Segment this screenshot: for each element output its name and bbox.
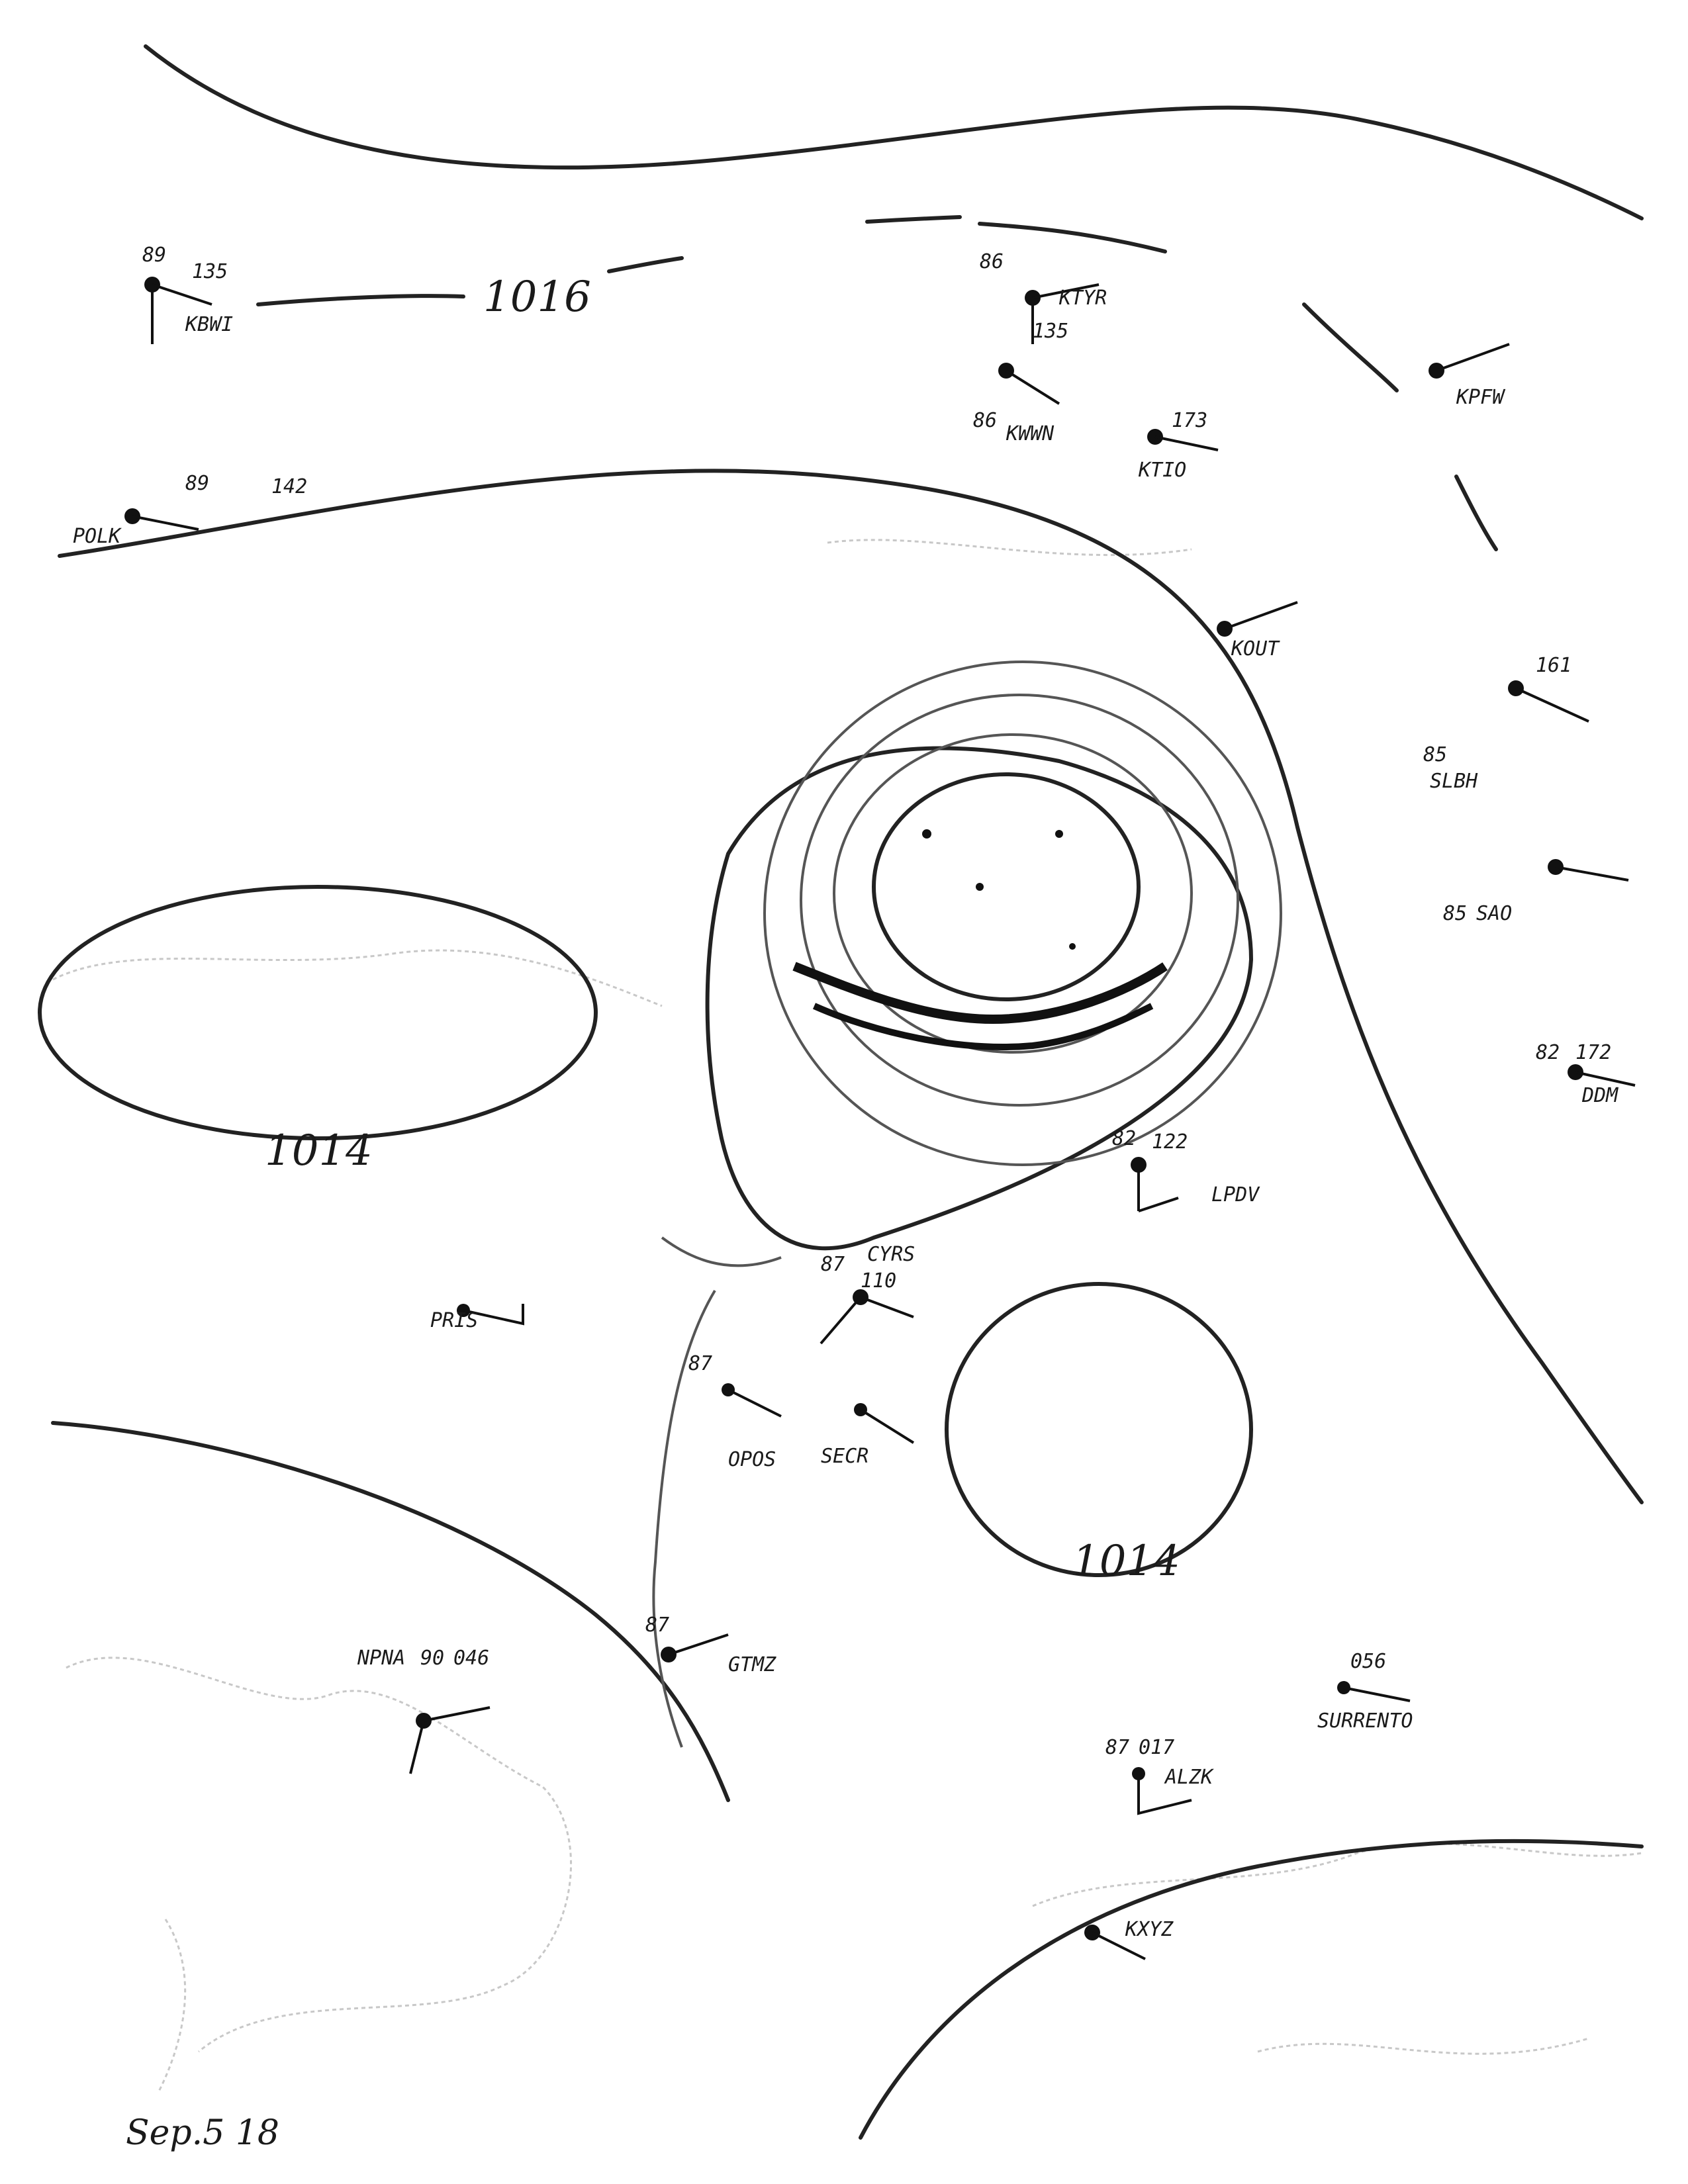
station-code: POLK <box>73 525 122 548</box>
station-code: SECR <box>821 1445 868 1468</box>
station-code: KTIO <box>1138 459 1186 482</box>
station-temp: 85 <box>1443 902 1467 925</box>
station-sao: 85 SAO <box>1443 859 1629 925</box>
station-ktyr: 86 KTYR <box>980 250 1107 344</box>
station-code: PRIS <box>430 1309 478 1332</box>
footer-note: Sep.5 18 <box>126 2113 279 2153</box>
station-temp: 82 <box>1536 1041 1560 1064</box>
station-kwwn: 86 135 KWWN <box>973 320 1068 445</box>
station-pressure: 173 <box>1172 409 1207 432</box>
station-ddm: 82 172 DDM <box>1536 1041 1636 1107</box>
station-code: CYRS <box>867 1243 915 1266</box>
station-code: SAO <box>1476 902 1512 925</box>
station-temp: 86 <box>973 409 997 432</box>
station-code: LPDV <box>1211 1183 1260 1206</box>
station-code: KPFW <box>1456 386 1506 409</box>
station-pressure: 135 <box>1033 320 1068 343</box>
station-ktio: 173 KTIO <box>1138 409 1219 482</box>
station-pris: PRIS <box>430 1304 524 1332</box>
station-pressure: 135 <box>192 260 228 283</box>
station-temp: 87 <box>645 1614 669 1637</box>
station-opos: 87 OPOS <box>688 1352 782 1471</box>
station-code: DDM <box>1581 1084 1618 1107</box>
low-pressure-rings <box>652 660 1282 1748</box>
station-temp: 87 <box>1105 1736 1129 1759</box>
station-secr: SECR <box>821 1403 915 1468</box>
station-alzk: 87 017 ALZK <box>1105 1736 1214 1815</box>
station-code: KOUT <box>1231 637 1280 660</box>
station-temp: 89 <box>142 244 166 267</box>
isobar-label-1016: 1016 <box>483 273 591 322</box>
station-lpdv: 82 122 LPDV <box>1112 1127 1260 1212</box>
station-pressure: 056 <box>1350 1650 1386 1673</box>
station-temp: 89 <box>185 472 209 495</box>
station-temp: 82 <box>1112 1127 1136 1150</box>
station-pressure: 161 <box>1536 654 1571 677</box>
isobar-label-1014-west: 1014 <box>265 1126 373 1175</box>
station-temp: 90 <box>420 1647 444 1670</box>
station-kxyz: KXYZ <box>1084 1918 1174 1960</box>
station-polk: 89 142 POLK <box>73 472 307 548</box>
station-pressure: 110 <box>861 1269 896 1293</box>
station-temp: 86 <box>980 250 1004 273</box>
station-code: KXYZ <box>1125 1918 1174 1941</box>
station-code: KWWN <box>1006 422 1055 445</box>
isobar-layer <box>38 44 1644 2140</box>
station-gtmz: 87 GTMZ <box>645 1614 776 1676</box>
station-npna: NPNA 90 046 <box>357 1647 491 1774</box>
station-pressure: 172 <box>1575 1041 1611 1064</box>
station-code: GTMZ <box>728 1653 776 1676</box>
station-kbwi: 89 135 KBWI <box>142 244 233 344</box>
station-temp: 85 <box>1423 743 1447 766</box>
coastline-layer <box>52 539 1642 2092</box>
station-pressure: 122 <box>1152 1130 1188 1154</box>
station-code: SURRENTO <box>1317 1709 1413 1733</box>
isobar-label-1014-south: 1014 <box>1072 1537 1180 1586</box>
station-code: KTYR <box>1058 287 1107 310</box>
station-slbh: 85 161 SLBH <box>1423 654 1589 793</box>
station-surrento: 056 SURRENTO <box>1317 1650 1413 1733</box>
station-temp: 87 <box>688 1352 712 1375</box>
station-cyrs: 87 110 CYRS <box>820 1243 915 1345</box>
station-code: SLBH <box>1430 770 1478 793</box>
station-pressure: 017 <box>1139 1736 1174 1759</box>
station-code: KBWI <box>185 313 233 336</box>
station-kout: KOUT <box>1217 601 1298 660</box>
station-pressure: 142 <box>271 475 307 498</box>
station-kpfw: KPFW <box>1429 343 1510 409</box>
station-code: ALZK <box>1164 1766 1214 1789</box>
station-code: NPNA <box>357 1647 405 1670</box>
station-code: OPOS <box>728 1448 776 1471</box>
station-temp: 87 <box>821 1253 845 1276</box>
station-pressure: 046 <box>453 1647 489 1670</box>
storm-ink-band <box>792 829 1168 1050</box>
